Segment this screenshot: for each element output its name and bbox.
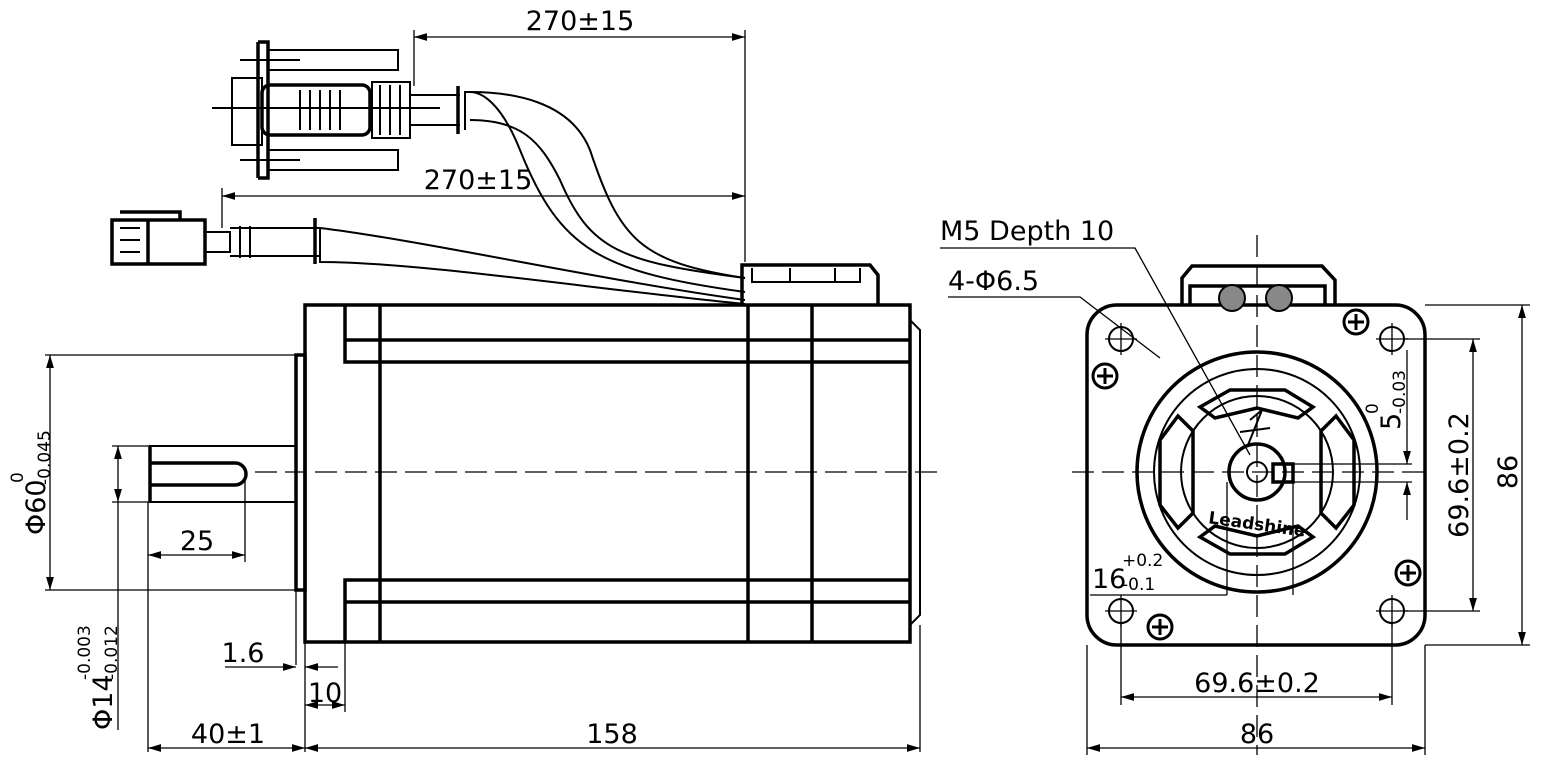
svg-text:Φ60: Φ60 — [21, 479, 52, 535]
svg-text:-0.03: -0.03 — [1390, 370, 1410, 414]
hole-note: 4-Φ6.5 — [948, 266, 1039, 297]
bolt-spacing-horizontal-label: 69.6±0.2 — [1194, 668, 1320, 699]
flange-thickness-label: 10 — [308, 678, 342, 709]
frame-width-label: 86 — [1240, 719, 1274, 750]
shaft-diameter-label: Φ14 -0.003 -0.012 — [75, 625, 122, 730]
cable-length-bottom-label: 270±15 — [424, 165, 533, 196]
pilot-thickness-label: 1.6 — [222, 638, 265, 669]
motor-body — [303, 303, 921, 644]
key-height-label: 16 +0.2 -0.1 — [1092, 551, 1163, 595]
screw-heads — [1091, 308, 1422, 641]
svg-text:-0.003: -0.003 — [75, 625, 95, 680]
cable-length-top-label: 270±15 — [526, 6, 635, 37]
cable-connector-block — [740, 263, 880, 305]
body-length-label: 158 — [586, 719, 638, 750]
shaft — [148, 445, 296, 503]
svg-text:0: 0 — [1363, 403, 1383, 414]
svg-text:-0.012: -0.012 — [102, 625, 122, 680]
shaft-length-label: 40±1 — [191, 719, 265, 750]
cables — [319, 91, 746, 305]
side-view: 270±15 270±15 Φ60 0 -0.045 Φ14 -0.003 -0… — [8, 6, 945, 752]
key-width-label: 5 0 -0.03 — [1363, 370, 1410, 430]
key-length-label: 25 — [180, 526, 214, 557]
dimensions-front — [940, 247, 1530, 755]
motor-frame — [1085, 303, 1427, 647]
logo-icon — [1239, 409, 1271, 446]
flange-diameter-label: Φ60 0 -0.045 — [8, 430, 55, 535]
svg-text:+0.2: +0.2 — [1122, 551, 1163, 571]
svg-text:5: 5 — [1376, 413, 1407, 430]
dimensions-side — [45, 30, 921, 752]
bolt-spacing-vertical-label: 69.6±0.2 — [1444, 412, 1475, 538]
top-connector — [1180, 264, 1337, 305]
frame-height-label: 86 — [1493, 455, 1524, 489]
svg-text:0: 0 — [8, 472, 28, 483]
thread-note: M5 Depth 10 — [940, 216, 1114, 247]
svg-text:Φ14: Φ14 — [88, 674, 119, 730]
svg-text:-0.1: -0.1 — [1122, 575, 1155, 595]
power-connector — [110, 210, 320, 266]
center-lines — [1072, 235, 1430, 755]
db-connector — [212, 40, 460, 180]
svg-text:-0.045: -0.045 — [35, 430, 55, 485]
front-view: Leadshine M5 Depth 10 4-Φ6.5 5 0 -0.03 1… — [940, 216, 1530, 755]
svg-text:16: 16 — [1092, 564, 1126, 595]
